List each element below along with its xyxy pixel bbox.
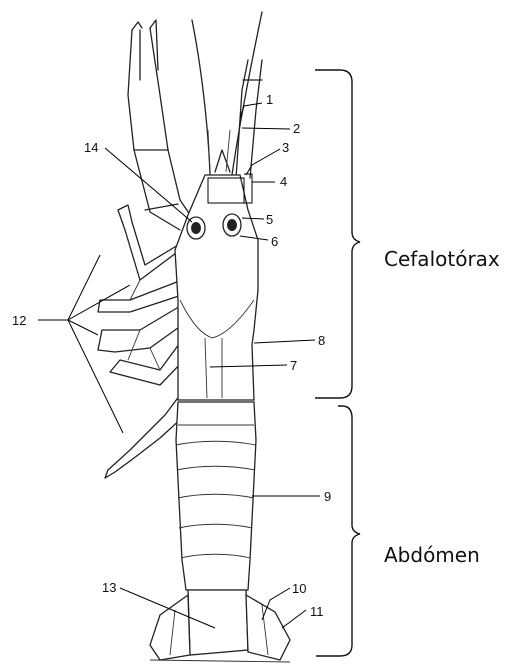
label-8: 8 [318,333,325,348]
cephalothorax-brace [315,70,360,398]
label-7: 7 [290,358,297,373]
label-9: 9 [324,489,331,504]
label-3: 3 [282,140,289,155]
label-12: 12 [12,313,26,328]
tail-fan [150,590,290,662]
label-13: 13 [102,580,116,595]
label-6: 6 [271,234,278,249]
label-2: 2 [293,121,300,136]
antennae [192,12,262,175]
walking-legs [98,205,184,478]
carapace [175,130,258,400]
abdomen-label: Abdómen [384,543,480,567]
label-1: 1 [266,92,273,107]
label-11: 11 [310,604,324,619]
label-5: 5 [266,212,273,227]
cephalothorax-label: Cefalotórax [384,247,500,271]
label-4: 4 [280,174,287,189]
crayfish-illustration [98,12,290,662]
abdomen-segments [176,402,256,590]
label-10: 10 [292,581,306,596]
right-cheliped [128,20,195,230]
label-14: 14 [84,140,98,155]
part-number-labels: 1 2 3 4 5 6 7 8 9 10 11 12 13 14 [12,92,331,619]
